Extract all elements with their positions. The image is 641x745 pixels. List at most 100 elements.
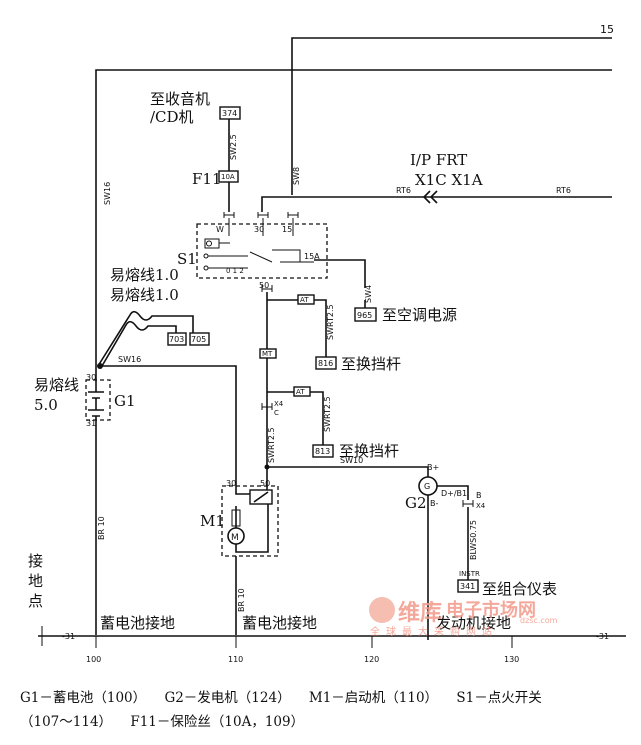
legend: G1－蓄电池（100） G2－发电机（124） M1－启动机（110） S1－点… [20, 686, 630, 734]
junction-battery [97, 363, 103, 369]
connector-374-label: 374 [222, 109, 237, 118]
connector-816-label: 816 [318, 359, 333, 368]
connector-705-label: 705 [191, 335, 206, 344]
wire-15a-sw4 [314, 259, 366, 288]
connector-813-label: 813 [315, 447, 330, 456]
label-mot-30: 30 [226, 479, 236, 488]
label-sw8: SW8 [292, 167, 301, 185]
label-mot-50: 50 [260, 479, 270, 488]
label-15: 15 [600, 23, 614, 36]
wire-sw16-battery-starter [100, 365, 237, 480]
connector-703-label: 703 [169, 335, 184, 344]
connector-703 [167, 332, 187, 346]
connector-x4-c [261, 403, 273, 410]
label-br10-a: BR 10 [97, 516, 106, 540]
watermark-logo: 维库 [398, 600, 442, 626]
label-fusible-5-val: 5.0 [34, 396, 58, 414]
wire-sw16-rail [95, 69, 612, 372]
starter-motor-m: M [231, 533, 239, 543]
starter-field-coil [231, 509, 241, 527]
label-x4-top: X4 [274, 400, 284, 408]
wire-mot-30 [235, 480, 250, 495]
label-x1c-x1a: X1C X1A [415, 171, 483, 189]
switch-s1-pin-50 [261, 285, 273, 292]
label-fusible-1a: 易熔线1.0 [110, 266, 179, 284]
label-swrt25-main: SWRT2.5 [267, 427, 276, 463]
watermark-sub: 全球最大采购网站 [370, 625, 498, 638]
label-blwsd: BLWS0.75 [469, 520, 478, 560]
connector-374 [219, 106, 241, 120]
x-label-110: 110 [228, 655, 243, 664]
label-radio-cd: /CD机 [150, 108, 194, 126]
label-instr: INSTR [459, 570, 480, 578]
wire-d-plus [437, 485, 469, 500]
label-to-shift-1: 至换挡杆 [341, 355, 401, 373]
legend-g1: G1－蓄电池（100） [20, 690, 147, 706]
connector-341-label: 341 [460, 582, 475, 591]
label-minus31-left: -31 [62, 632, 75, 641]
fuse-f11-value: 10A [221, 173, 235, 181]
connector-x1c-symbol [422, 190, 438, 204]
x-axis-ticks [95, 636, 513, 648]
label-term-30: 30 [254, 225, 264, 234]
x-label-100: 100 [86, 655, 101, 664]
connector-965-label: 965 [357, 311, 372, 320]
label-batt-30: 30 [86, 373, 96, 382]
label-term-15a: 15A [304, 252, 320, 261]
x-label-120: 120 [364, 655, 379, 664]
label-ground-1: 接 [28, 552, 43, 570]
wire-15-rail [291, 37, 612, 195]
label-rt6-right: RT6 [556, 186, 571, 195]
wire-at1-816 [314, 299, 327, 357]
switch-s1-internal [228, 218, 294, 236]
label-ground-3: 点 [28, 592, 43, 610]
label-sw16-b: SW16 [118, 355, 141, 364]
wiring-diagram: 15 SW16 至收音机 /CD机 374 SW2.5 F11 10A SW8 … [28, 23, 626, 664]
legend-s1: S1－点火开关 [456, 690, 542, 706]
label-swrt25-2: SWRT2.5 [323, 396, 332, 432]
label-minus31-right: -31 [596, 632, 609, 641]
label-fusible-1b: 易熔线1.0 [110, 286, 179, 304]
connector-341 [457, 579, 479, 593]
wire-rt6 [261, 196, 612, 212]
label-rt6-left: RT6 [396, 186, 411, 195]
label-radio: 至收音机 [150, 90, 210, 108]
label-ac-power: 至空调电源 [382, 306, 457, 324]
watermark-logo-icon [369, 597, 395, 623]
label-d-plus: D+/B1 [441, 489, 467, 498]
legend-m1: M1－启动机（110） [308, 690, 439, 706]
starter-return [235, 504, 269, 553]
label-swrt25-1: SWRT2.5 [326, 304, 335, 340]
connector-mt [259, 348, 277, 359]
label-m1: M1 [200, 512, 225, 530]
switch-s1-contacts [208, 242, 314, 269]
connector-mt-label: MT [262, 350, 273, 358]
label-x4-c: C [274, 409, 279, 417]
label-s1: S1 [177, 250, 197, 268]
legend-g2: G2－发电机（124） [164, 690, 291, 706]
battery-g1-symbol [88, 372, 104, 417]
label-fusible-5: 易熔线 [34, 376, 79, 394]
switch-s1-dot1 [203, 253, 209, 259]
connector-965 [354, 307, 377, 322]
watermark-url: dzsc.com [520, 616, 558, 625]
label-b-conn: B [476, 491, 482, 500]
connector-816 [315, 356, 337, 370]
label-ground-2: 地 [28, 572, 43, 590]
label-ip-frt: I/P FRT [410, 151, 467, 169]
label-engine-ground: 发动机接地 [436, 614, 511, 632]
watermark-text: 电子市场网 [446, 599, 536, 621]
label-term-w: W [216, 225, 224, 234]
label-term-15: 15 [282, 225, 292, 234]
label-sw25: SW2.5 [229, 134, 238, 160]
fusible-link-2 [101, 320, 177, 367]
key-icon-ring [206, 240, 212, 247]
legend-row-1: G1－蓄电池（100） G2－发电机（124） M1－启动机（110） S1－点… [20, 686, 630, 710]
label-to-shift-2: 至换挡杆 [339, 442, 399, 460]
switch-s1 [196, 223, 328, 279]
generator-symbol: G [424, 482, 430, 491]
x-label-130: 130 [504, 655, 519, 664]
label-batt-ground-2: 蓄电池接地 [242, 614, 317, 632]
switch-s1-pins-top [223, 212, 299, 218]
battery-g1 [85, 379, 111, 421]
